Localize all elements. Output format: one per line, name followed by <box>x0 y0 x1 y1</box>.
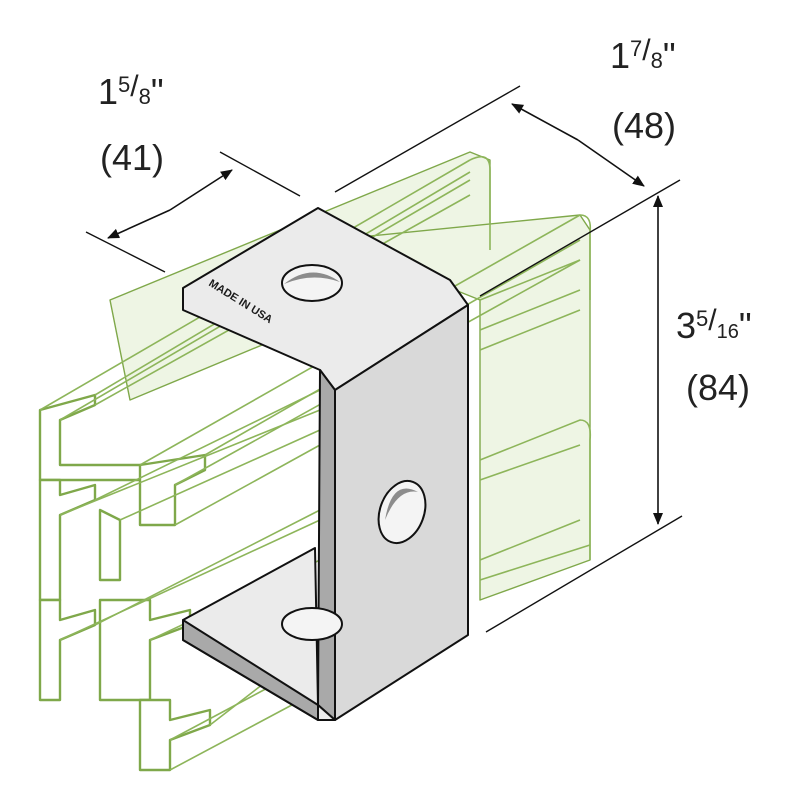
width-b-metric: (48) <box>612 105 676 146</box>
width-b-fraction: 17/8" <box>610 34 676 76</box>
bracket-bend <box>317 369 336 721</box>
width-a-metric: (41) <box>100 137 164 178</box>
height-metric: (84) <box>686 367 750 408</box>
width-a-fraction: 15/8" <box>98 70 164 112</box>
bracket-face-hole <box>377 480 427 544</box>
rail-bottom-lip <box>138 698 212 772</box>
dimension-line-width-b <box>511 103 579 141</box>
dimension-width-a: 15/8" (41) <box>85 70 301 273</box>
bracket-top-hole <box>281 264 343 302</box>
dimension-width-b: 17/8" (48) <box>334 34 681 297</box>
bracket: MADE IN USA <box>182 207 469 721</box>
rail-lower <box>38 598 97 702</box>
bracket-bottom-hole <box>281 607 343 641</box>
rail-middle <box>38 478 97 602</box>
height-fraction: 35/16" <box>676 304 752 346</box>
rail-upper <box>38 393 152 482</box>
dimension-height: 35/16" (84) <box>485 195 752 633</box>
dimension-line-width-a <box>107 209 171 239</box>
strut-channel <box>38 151 592 772</box>
rail-web <box>98 508 122 582</box>
